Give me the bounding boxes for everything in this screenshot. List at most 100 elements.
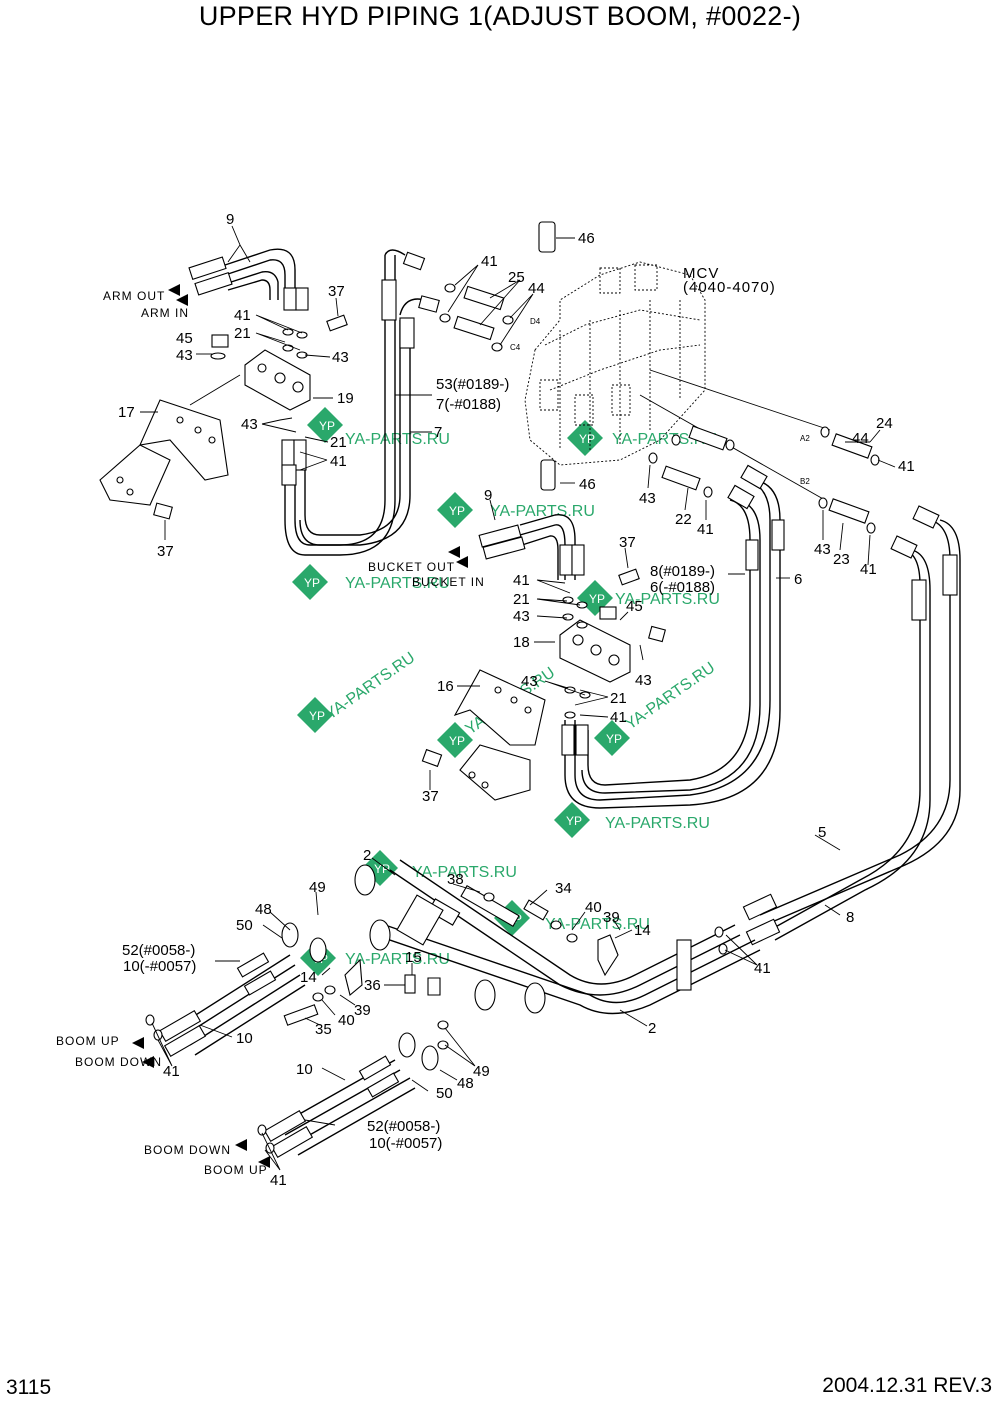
callout-40: 40 [585,899,602,916]
svg-text:YP: YP [319,419,335,433]
callout-21: 21 [610,690,627,707]
callout-43: 43 [513,608,530,625]
callout-41: 41 [234,307,251,324]
callout-21: 21 [234,325,251,342]
watermark-logo: YP [594,720,630,756]
port-label-c4: C4 [510,343,521,352]
callout-38: 38 [447,871,464,888]
bracket-16 [421,669,591,801]
callout-9-lower: 9 [484,487,492,504]
svg-text:YP: YP [449,734,465,748]
watermark-text: YA-PARTS.RU [623,659,719,733]
manifold-block-18 [559,568,666,683]
callout-37: 37 [619,534,636,551]
watermark-text: YA-PARTS.RU [345,431,450,448]
direction-label-boom-up-a: BOOM UP [56,1034,120,1048]
callout-14: 14 [634,922,651,939]
mcv-model-label: (4040-4070) [683,279,776,296]
callout-41: 41 [697,521,714,538]
callout-8: 8 [846,909,854,926]
callout-41: 41 [754,960,771,977]
port-label-d4: D4 [530,317,541,326]
callout-45: 45 [626,598,643,615]
callout-44: 44 [528,280,545,297]
callout-37: 37 [422,788,439,805]
callout-41: 41 [270,1172,287,1189]
watermark-logo: YP [554,802,590,838]
fittings-22-23-24 [648,425,880,534]
callout-34: 34 [555,880,572,897]
svg-text:YP: YP [589,592,605,606]
callout-24: 24 [876,415,893,432]
hose-7-vertical [281,249,440,556]
watermark-logo: YP [307,407,343,443]
fittings-25-44 [439,221,556,491]
watermark-logo: YP [437,722,473,758]
callout-18: 18 [513,634,530,651]
watermark-text: YA-PARTS.RU [345,575,450,592]
callout-41: 41 [513,572,530,589]
watermark-text: YA-PARTS.RU [412,864,517,881]
watermark-text: YA-PARTS.RU [605,815,710,832]
direction-label-arm-out: ARM OUT [103,289,165,303]
callout-23: 23 [833,551,850,568]
watermark-logo: YP [437,492,473,528]
callout-48: 48 [457,1075,474,1092]
callout-41: 41 [860,561,877,578]
boom-hoses-10-52: BOOM UP BOOM DOWN [56,922,327,1069]
callout-39: 39 [354,1002,371,1019]
watermark-text: YA-PARTS.RU [323,649,419,723]
watermark-text: YA-PARTS.RU [345,951,450,968]
bracket-17 [99,374,241,520]
callout-19: 19 [337,390,354,407]
callout-45: 45 [176,330,193,347]
watermark-logo: YP [297,697,333,733]
callout-35: 35 [315,1021,332,1038]
callout-46-lower: 46 [579,476,596,493]
direction-label-bucket-out: BUCKET OUT [368,560,455,574]
callout-43: 43 [639,490,656,507]
callout-43: 43 [241,416,258,433]
callout-46-upper: 46 [578,230,595,247]
callout-10: 10 [296,1061,313,1078]
page-number: 3115 [6,1376,52,1399]
callout-10: 10 [236,1030,253,1047]
direction-label-boom-down-a: BOOM DOWN [75,1055,162,1069]
callout-49: 49 [473,1063,490,1080]
svg-text:YP: YP [374,862,390,876]
port-label-a2: A2 [800,434,810,443]
callout-37: 37 [157,543,174,560]
callout-2: 2 [648,1020,656,1037]
svg-text:YP: YP [606,732,622,746]
callout-25: 25 [508,269,525,286]
callout-50: 50 [436,1085,453,1102]
callout-50: 50 [236,917,253,934]
direction-label-boom-down-b: BOOM DOWN [144,1143,231,1157]
main-control-valve: MCV (4040-4070) D4 C4 A2 B2 [510,261,831,501]
callout-53: 53(#0189-) [436,376,509,393]
svg-text:YP: YP [566,814,582,828]
hose-6-mid [561,464,785,809]
callout-43: 43 [814,541,831,558]
revision-label: 2004.12.31 REV.3 [822,1374,992,1397]
callout-6: 6(-#0188) [650,579,715,596]
mcv-label: MCV [683,265,719,282]
boom-pipe-2 [283,859,761,1050]
callout-43: 43 [521,673,538,690]
callout-7: 7(-#0188) [436,396,501,413]
callout-6: 6 [794,571,802,588]
callout-41: 41 [163,1063,180,1080]
callout-15: 15 [405,949,422,966]
manifold-block-19 [210,314,348,411]
callout-9-upper: 9 [226,211,234,228]
callout-43: 43 [176,347,193,364]
callout-52: 52(#0058-) [122,942,195,959]
callout-10: 10(-#0057) [123,958,196,975]
callout-numbers: 9 41 25 44 46 37 41 21 43 45 43 19 53(#0… [118,211,915,1189]
callout-43: 43 [635,672,652,689]
callout-40: 40 [338,1012,355,1029]
svg-text:YP: YP [579,432,595,446]
svg-text:YP: YP [304,576,320,590]
